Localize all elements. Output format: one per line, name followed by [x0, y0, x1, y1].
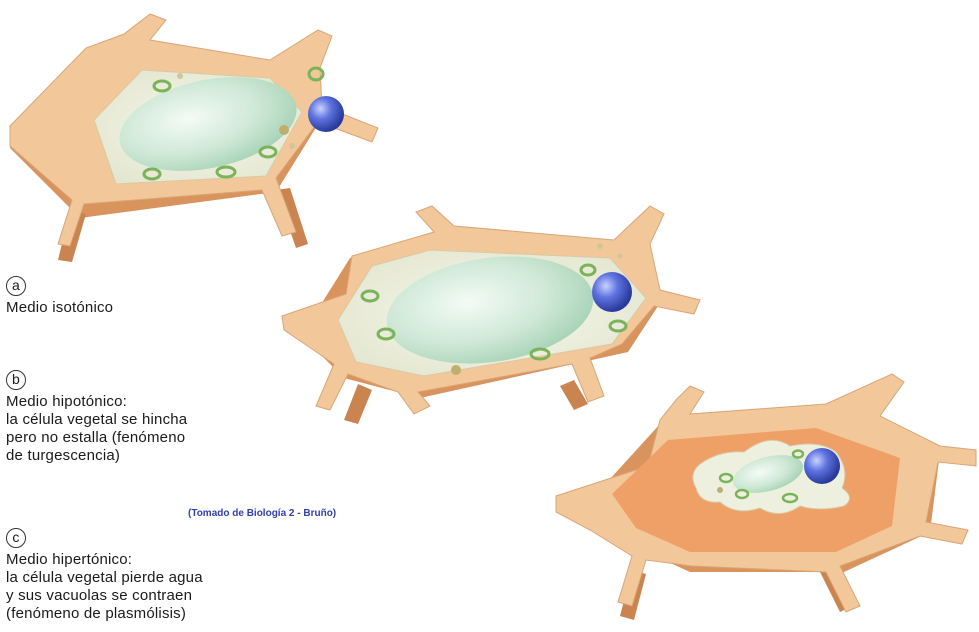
- cell-b-granule: [597, 243, 603, 249]
- caption-line: la célula vegetal se hincha: [6, 411, 187, 429]
- label-badge-b: b: [6, 370, 26, 390]
- label-badge-a: a: [6, 276, 26, 296]
- caption-line: (fenómeno de plasmólisis): [6, 605, 203, 623]
- cell-a-nucleus: [308, 96, 344, 132]
- caption-line: y sus vacuolas se contraen: [6, 587, 203, 605]
- caption-line: la célula vegetal pierde agua: [6, 569, 203, 587]
- cell-a-granule: [279, 125, 289, 135]
- caption-line: Medio hipertónico:: [6, 551, 203, 569]
- cell-c-granule: [717, 487, 723, 493]
- cell-b-wall-stub: [344, 384, 372, 424]
- cell-b-nucleus: [592, 272, 632, 312]
- caption-hypotonic: b Medio hipotónico: la célula vegetal se…: [6, 370, 187, 465]
- cell-b-granule: [618, 254, 623, 259]
- label-badge-c: c: [6, 528, 26, 548]
- caption-line: Medio isotónico: [6, 299, 113, 317]
- cell-b-hypotonic: [282, 206, 700, 424]
- caption-isotonic: a Medio isotónico: [6, 276, 113, 317]
- cell-a-granule: [177, 73, 183, 79]
- caption-hypertonic: c Medio hipertónico: la célula vegetal p…: [6, 528, 203, 623]
- cell-a-isotonic: [10, 14, 378, 262]
- caption-line: de turgescencia): [6, 447, 187, 465]
- cell-b-granule: [451, 365, 461, 375]
- cell-a-granule: [289, 143, 295, 149]
- cell-c-hypertonic: [556, 374, 976, 620]
- caption-line: pero no estalla (fenómeno: [6, 429, 187, 447]
- cell-c-nucleus: [804, 448, 840, 484]
- source-credit: (Tomado de Biología 2 - Bruño): [188, 508, 336, 519]
- caption-line: Medio hipotónico:: [6, 393, 187, 411]
